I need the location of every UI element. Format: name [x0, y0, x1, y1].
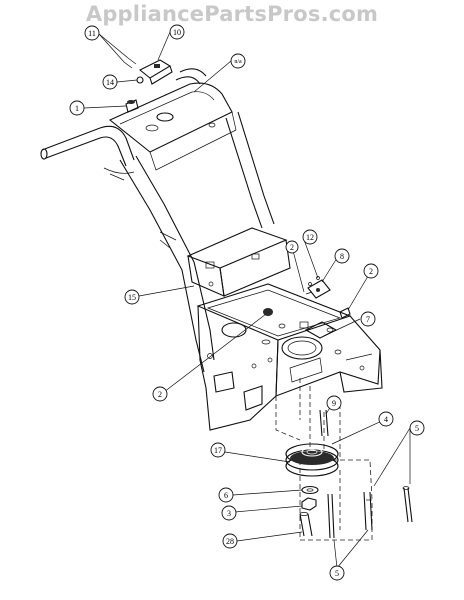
callout-na: n/a: [230, 53, 246, 69]
callout-12: 12: [302, 229, 318, 245]
svg-text:4: 4: [384, 415, 388, 424]
svg-text:1: 1: [75, 104, 79, 113]
svg-text:5: 5: [415, 424, 419, 433]
callout-1: 1: [69, 100, 85, 116]
svg-text:6: 6: [224, 491, 228, 500]
callout-2-right: 2: [363, 263, 379, 279]
callout-4: 4: [378, 411, 394, 427]
panel-parts: [123, 57, 351, 319]
callout-2-lower: 2: [152, 386, 168, 402]
svg-text:28: 28: [226, 537, 234, 546]
svg-text:15: 15: [128, 293, 136, 302]
svg-text:2: 2: [158, 390, 162, 399]
callout-10: 10: [169, 24, 185, 40]
svg-text:14: 14: [106, 78, 114, 87]
svg-text:2: 2: [290, 243, 294, 252]
svg-text:5: 5: [335, 569, 339, 578]
handle-assembly: [40, 68, 275, 373]
svg-text:17: 17: [214, 446, 222, 455]
leader-lines: [83, 31, 411, 569]
svg-text:2: 2: [369, 267, 373, 276]
svg-text:7: 7: [366, 315, 370, 324]
callout-3: 3: [221, 505, 237, 521]
svg-text:10: 10: [173, 28, 181, 37]
callout-8: 8: [334, 248, 350, 264]
callout-6: 6: [218, 487, 234, 503]
callout-5-bottom: 5: [329, 565, 345, 581]
callouts: 11 10 14 n/a 1 2 12 8: [69, 24, 425, 581]
callout-2-upper: 2: [285, 240, 299, 254]
svg-text:n/a: n/a: [234, 59, 242, 65]
callout-11: 11: [84, 25, 100, 41]
svg-text:8: 8: [340, 252, 344, 261]
callout-17: 17: [210, 442, 226, 458]
svg-text:12: 12: [306, 233, 314, 242]
svg-text:9: 9: [332, 399, 336, 408]
callout-14: 14: [102, 74, 118, 90]
pulley-assembly: [275, 378, 413, 541]
svg-text:11: 11: [88, 29, 96, 38]
chassis: [196, 283, 383, 431]
callout-15: 15: [124, 289, 140, 305]
callout-5-right: 5: [409, 420, 425, 436]
callout-7: 7: [360, 311, 376, 327]
callout-9: 9: [326, 395, 342, 411]
upper-frame: [186, 227, 291, 297]
watermark: AppliancePartsPros.com: [85, 2, 379, 26]
callout-28: 28: [222, 533, 238, 549]
svg-text:3: 3: [227, 509, 231, 518]
